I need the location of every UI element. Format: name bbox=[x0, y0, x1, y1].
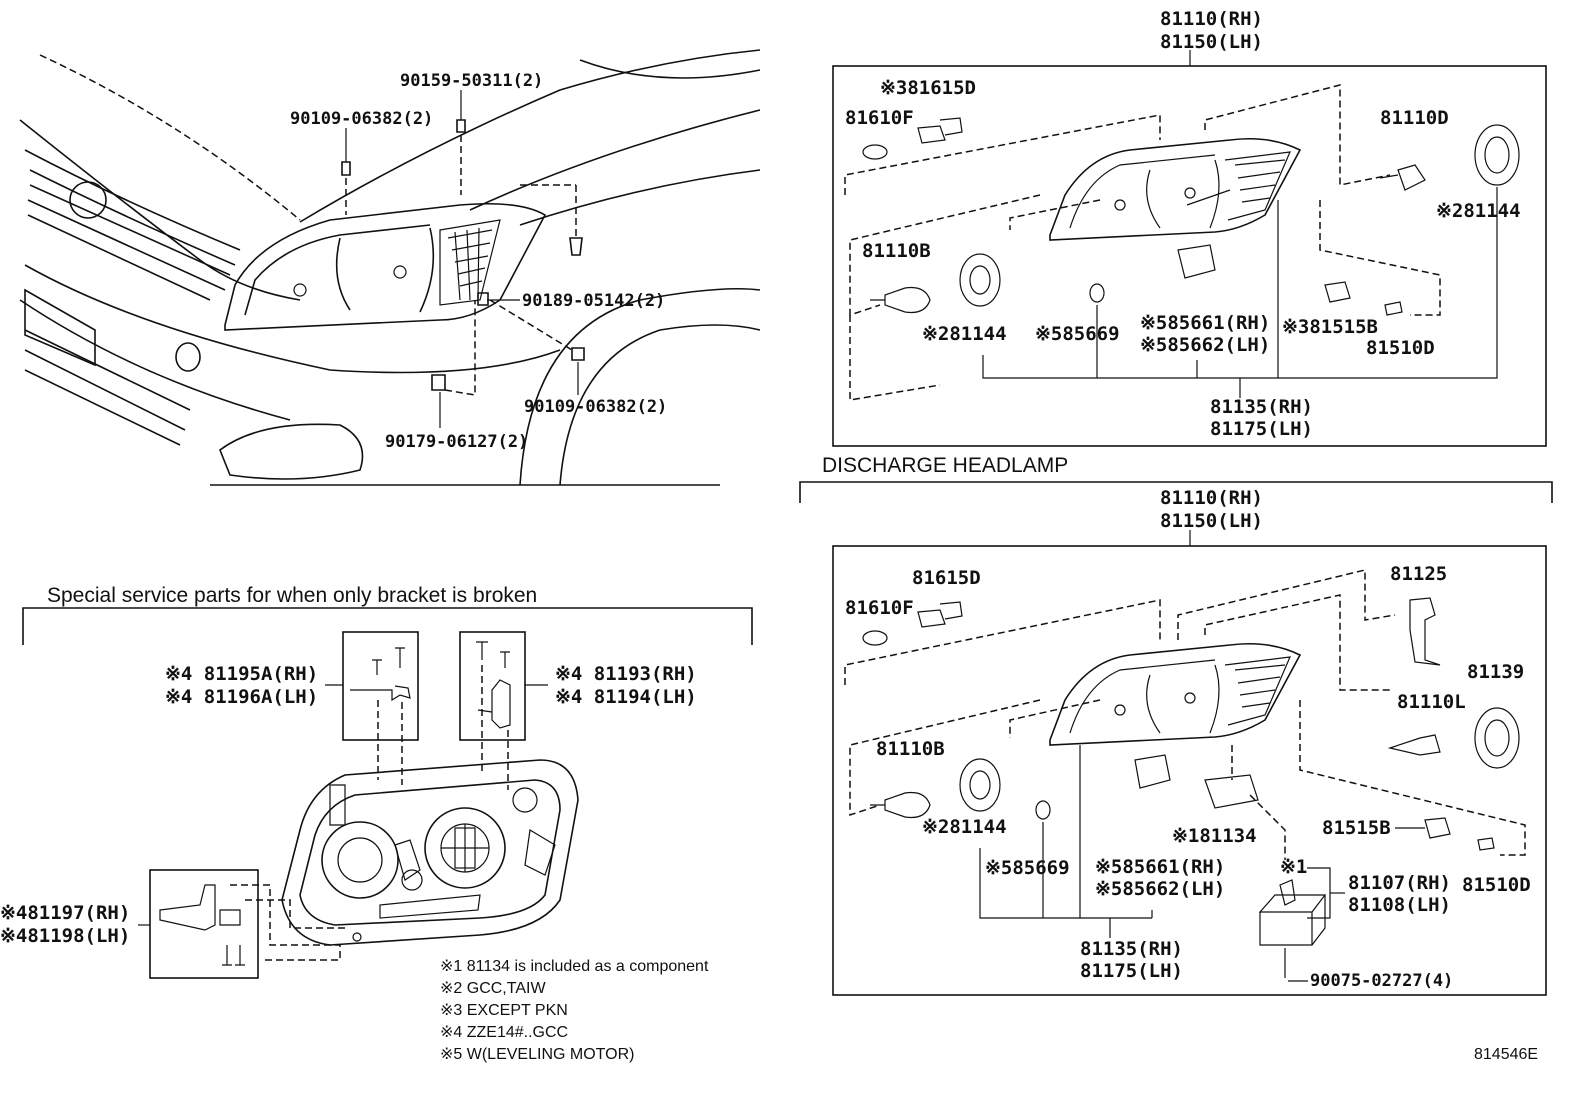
bracket-81195a-box bbox=[342, 631, 419, 741]
bracket-81194-lh: ※4 81194(LH) bbox=[555, 686, 697, 708]
discharge-81110l: 81110L bbox=[1397, 691, 1466, 713]
cover-81144-icon bbox=[1474, 124, 1520, 186]
halogen-81110b: 81110B bbox=[862, 240, 931, 262]
ballast-81107-icon bbox=[1258, 894, 1327, 946]
bulb-81510d-discharge-icon bbox=[1477, 837, 1495, 851]
discharge-screw-90075: 90075-02727(4) bbox=[1310, 971, 1453, 991]
discharge-assy-rh: 81110(RH) bbox=[1160, 487, 1263, 509]
discharge-headlamp-graphic bbox=[1049, 642, 1302, 746]
part-90159-50311: 90159-50311(2) bbox=[400, 71, 543, 91]
discharge-85661: ※585661(RH) bbox=[1095, 856, 1225, 878]
oring-85669-icon bbox=[1089, 283, 1105, 303]
special-service-heading: Special service parts for when only brac… bbox=[47, 584, 537, 607]
bulb-81110d-icon bbox=[1379, 164, 1426, 191]
discharge-81510d: 81510D bbox=[1462, 874, 1531, 896]
note-3: ※3 EXCEPT PKN bbox=[440, 1002, 568, 1019]
halogen-housing-lh: 81175(LH) bbox=[1210, 418, 1313, 440]
motor-85661-discharge-icon bbox=[1134, 754, 1171, 789]
cover-81144-discharge-icon bbox=[959, 758, 1001, 812]
vehicle-front-view bbox=[19, 49, 761, 486]
socket-81615d-icon bbox=[917, 117, 963, 144]
discharge-81107: 81107(RH) bbox=[1348, 872, 1451, 894]
discharge-81610f: 81610F bbox=[845, 597, 914, 619]
note-5: ※5 W(LEVELING MOTOR) bbox=[440, 1046, 634, 1063]
bulb-81610f-discharge-icon bbox=[862, 630, 888, 646]
part-90109-06382-upper: 90109-06382(2) bbox=[290, 109, 433, 129]
bracket-81197-box bbox=[149, 869, 259, 979]
discharge-81515b: 81515B bbox=[1322, 817, 1391, 839]
socket-81515b-icon bbox=[1324, 281, 1351, 303]
bracket-81195a-rh: ※4 81195A(RH) bbox=[165, 663, 318, 685]
headlamp-rear-view bbox=[281, 759, 579, 946]
discharge-81134: ※181134 bbox=[1172, 825, 1257, 847]
halogen-81615d: ※381615D bbox=[880, 77, 976, 99]
cord-81125-icon bbox=[1409, 597, 1441, 666]
discharge-headlamp-box bbox=[832, 545, 1547, 996]
halogen-81510d: 81510D bbox=[1366, 337, 1435, 359]
discharge-85669: ※585669 bbox=[985, 857, 1070, 879]
part-90179-06127: 90179-06127(2) bbox=[385, 432, 528, 452]
halogen-85661: ※585661(RH) bbox=[1140, 312, 1270, 334]
bulb-81110l-icon bbox=[1387, 734, 1441, 756]
socket-81515b-discharge-icon bbox=[1424, 817, 1451, 839]
halogen-81610f: 81610F bbox=[845, 107, 914, 129]
bulb-81610f-icon bbox=[862, 144, 888, 160]
bracket-81196a-lh: ※4 81196A(LH) bbox=[165, 686, 318, 708]
figure-code: 814546E bbox=[1474, 1046, 1538, 1063]
bulb-81110b-icon bbox=[870, 286, 931, 314]
bracket-81193-rh: ※4 81193(RH) bbox=[555, 663, 697, 685]
oring-85669-discharge-icon bbox=[1035, 800, 1051, 820]
halogen-81144-right: ※281144 bbox=[1436, 200, 1521, 222]
halogen-assy-rh: 81110(RH) bbox=[1160, 8, 1263, 30]
bulb-81110b-discharge-icon bbox=[870, 791, 931, 819]
discharge-housing-lh: 81175(LH) bbox=[1080, 960, 1183, 982]
bracket-81193-box bbox=[459, 631, 526, 741]
halogen-assy-lh: 81150(LH) bbox=[1160, 31, 1263, 53]
halogen-headlamp-graphic bbox=[1049, 137, 1302, 241]
halogen-housing-rh: 81135(RH) bbox=[1210, 396, 1313, 418]
halogen-85669: ※585669 bbox=[1035, 323, 1120, 345]
halogen-81110d: 81110D bbox=[1380, 107, 1449, 129]
halogen-85662: ※585662(LH) bbox=[1140, 334, 1270, 356]
discharge-81110b: 81110B bbox=[876, 738, 945, 760]
bracket-81197-rh: ※481197(RH) bbox=[0, 902, 130, 924]
cover-81144b-icon bbox=[959, 253, 1001, 307]
discharge-heading: DISCHARGE HEADLAMP bbox=[822, 454, 1068, 477]
bulb-81510d-icon bbox=[1384, 301, 1403, 316]
discharge-housing-rh: 81135(RH) bbox=[1080, 938, 1183, 960]
gasket-81134-icon bbox=[1204, 774, 1259, 809]
motor-85661-icon bbox=[1177, 244, 1216, 279]
discharge-81144: ※281144 bbox=[922, 816, 1007, 838]
bracket-81198-lh: ※481198(LH) bbox=[0, 925, 130, 947]
cover-81139-icon bbox=[1474, 707, 1520, 769]
halogen-81515b: ※381515B bbox=[1282, 316, 1378, 338]
part-90109-06382-lower: 90109-06382(2) bbox=[524, 397, 667, 417]
discharge-assy-lh: 81150(LH) bbox=[1160, 510, 1263, 532]
footnotes: ※1 81134 is included as a component ※2 G… bbox=[440, 958, 709, 1063]
discharge-85662: ※585662(LH) bbox=[1095, 878, 1225, 900]
note-2: ※2 GCC,TAIW bbox=[440, 980, 546, 997]
halogen-81144-left: ※281144 bbox=[922, 323, 1007, 345]
discharge-81139: 81139 bbox=[1467, 661, 1524, 683]
discharge-note-mark-1: ※1 bbox=[1280, 856, 1307, 878]
note-4: ※4 ZZE14#..GCC bbox=[440, 1024, 568, 1041]
note-1: ※1 81134 is included as a component bbox=[440, 958, 709, 975]
socket-81615d-discharge-icon bbox=[917, 601, 963, 628]
part-90189-05142: 90189-05142(2) bbox=[522, 291, 665, 311]
discharge-81615d: 81615D bbox=[912, 567, 981, 589]
discharge-81125: 81125 bbox=[1390, 563, 1447, 585]
discharge-81108: 81108(LH) bbox=[1348, 894, 1451, 916]
